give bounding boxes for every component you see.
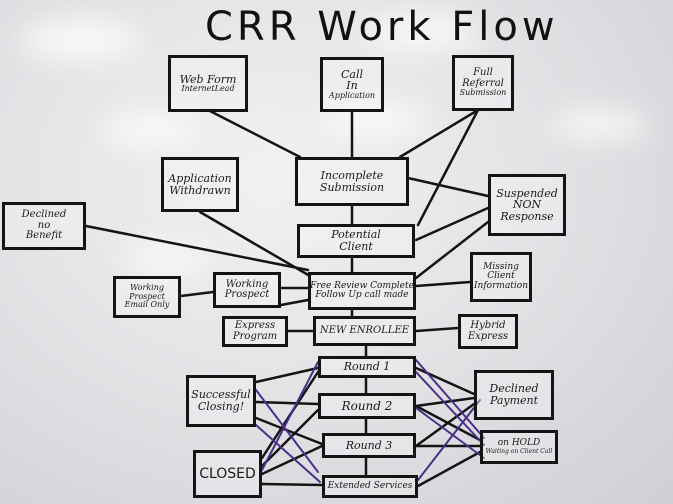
box-text: Closing! (197, 400, 245, 413)
box-text: on HOLD (497, 438, 541, 449)
box-text: Call (340, 67, 363, 81)
box-incomplete-submission: Incomplete Submission (295, 157, 409, 206)
box-text: Working (225, 278, 269, 290)
box-declined-payment: Declined Payment (474, 370, 554, 420)
box-text: Waiting on Client Call (485, 447, 553, 455)
box-missing-client-information: Missing Client Information (470, 252, 532, 302)
box-text: Round 1 (343, 360, 391, 374)
light-glare (550, 110, 650, 140)
box-extended-services: Extended Services (322, 475, 418, 498)
box-text: Successful (191, 388, 251, 402)
box-text: Prospect (224, 289, 270, 300)
box-text: no (37, 219, 51, 231)
box-text: Application (328, 90, 376, 100)
box-text: Round 2 (341, 398, 393, 413)
box-text: Working (130, 283, 164, 293)
box-call-in-application: Call In Application (320, 57, 384, 112)
box-text: Payment (489, 394, 539, 407)
box-hybrid-express: Hybrid Express (458, 314, 518, 349)
box-text: Program (232, 330, 278, 342)
box-text: Express (234, 320, 276, 331)
box-text: Submission (319, 180, 385, 194)
box-text: Withdrawn (169, 183, 231, 197)
box-suspended-non-response: Suspended NON Response (488, 174, 566, 236)
box-round-2: Round 2 (318, 393, 416, 419)
box-text: CLOSED (199, 465, 256, 482)
box-text: Incomplete (320, 168, 384, 182)
box-text: Hybrid (470, 320, 506, 331)
box-web-form: Web Form InternetLead (168, 55, 248, 112)
box-text: In (346, 79, 358, 93)
box-successful-closing: Successful Closing! (186, 375, 256, 427)
box-working-prospect-email-only: Working Prospect Email Only (113, 276, 181, 318)
box-closed: CLOSED (193, 450, 262, 498)
box-text: Potential (331, 228, 381, 242)
box-text: Application (168, 171, 232, 185)
box-text: Submission (459, 88, 507, 98)
box-text: Suspended (496, 186, 558, 200)
box-round-3: Round 3 (322, 433, 416, 458)
box-text: Response (500, 209, 554, 223)
box-text: Information (474, 280, 529, 291)
box-text: Web Form (179, 72, 237, 86)
box-express-program: Express Program (222, 316, 288, 347)
box-declined-no-benefit: Declined no Benefit (2, 202, 86, 250)
light-glare (20, 20, 140, 60)
box-text: Follow Up call made (315, 290, 409, 300)
box-text: Express (467, 330, 509, 342)
box-text: Benefit (25, 230, 63, 242)
box-text: Full (473, 67, 493, 79)
box-text: Extended Services (327, 480, 413, 491)
box-round-1: Round 1 (318, 356, 416, 378)
box-text: Email Only (124, 300, 170, 310)
box-application-withdrawn: Application Withdrawn (161, 157, 239, 212)
box-text: Referral (462, 77, 504, 89)
box-new-enrollee: NEW ENROLLEE (313, 316, 416, 346)
box-text: Prospect (129, 291, 165, 301)
box-text: Declined (21, 209, 67, 221)
box-text: Client (487, 271, 515, 282)
board-title: CRR Work Flow (205, 4, 559, 50)
box-text: NON (512, 198, 542, 212)
box-working-prospect: Working Prospect (213, 272, 281, 308)
box-free-review-complete: Free Review Complete Follow Up call made (308, 272, 416, 310)
light-glare (360, 15, 480, 50)
box-text: Round 3 (345, 438, 393, 452)
box-on-hold: on HOLD Waiting on Client Call (480, 430, 558, 464)
light-glare (100, 115, 200, 145)
box-text: NEW ENROLLEE (319, 324, 410, 336)
box-text: Client (339, 240, 373, 253)
box-text: Free Review Complete (310, 280, 414, 291)
box-text: Declined (489, 382, 539, 396)
box-potential-client: Potential Client (297, 224, 415, 258)
box-text: Missing (483, 261, 519, 272)
box-full-referral-submission: Full Referral Submission (452, 55, 514, 111)
box-text: InternetLead (181, 84, 235, 94)
light-glare (120, 245, 210, 273)
